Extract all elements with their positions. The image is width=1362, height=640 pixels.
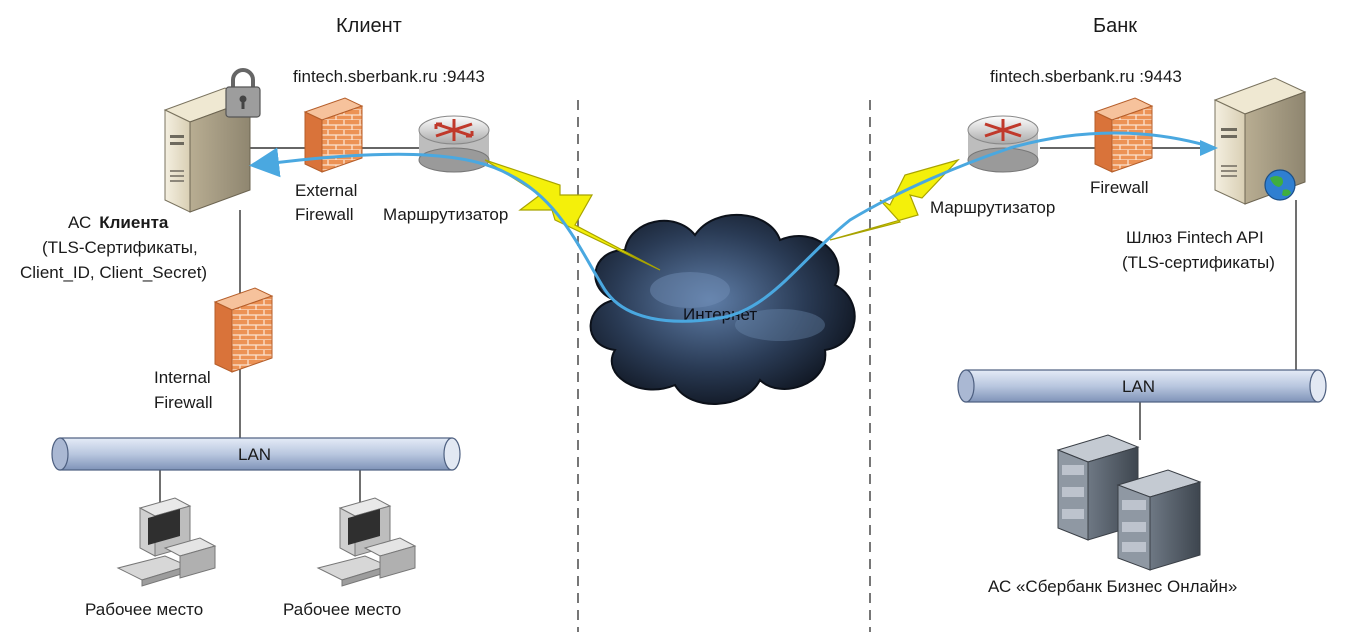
client-server-label-3: Client_ID, Client_Secret) (20, 263, 207, 282)
client-server-label-1: АС Клиента (68, 213, 169, 232)
internal-firewall-label-1: Internal (154, 368, 211, 387)
external-firewall-icon (303, 97, 364, 173)
bank-firewall-icon (1093, 97, 1154, 173)
internet-cloud-icon (589, 214, 856, 405)
internal-firewall-icon (213, 287, 274, 373)
workstation-2-icon (316, 497, 417, 587)
lock-icon (225, 68, 261, 118)
bank-gateway-server-icon (1213, 77, 1307, 205)
client-section-title: Клиент (336, 15, 402, 37)
internal-firewall-label-2: Firewall (154, 393, 213, 412)
client-server-label-2: (TLS-Сертификаты, (42, 238, 198, 257)
workstation-1-icon (116, 497, 217, 587)
client-lan-bus (51, 437, 461, 471)
bank-router-label: Маршрутизатор (930, 198, 1055, 217)
bank-lan-bus (957, 369, 1327, 403)
client-server-label-bold: Клиента (99, 213, 169, 232)
bank-section-title: Банк (1093, 15, 1137, 37)
external-firewall-label-1: External (295, 181, 357, 200)
gateway-label-2: (TLS-сертификаты) (1122, 253, 1275, 272)
bank-system-label: АС «Сбербанк Бизнес Онлайн» (988, 577, 1237, 596)
client-router-label: Маршрутизатор (383, 205, 508, 224)
workstation-2-label: Рабочее место (283, 600, 401, 619)
workstation-1-label: Рабочее место (85, 600, 203, 619)
client-server-icon (163, 87, 252, 213)
bank-lan-label: LAN (1122, 377, 1155, 396)
client-lan-label: LAN (238, 445, 271, 464)
client-server-label-prefix: АС (68, 213, 91, 232)
gateway-label-1: Шлюз Fintech API (1126, 228, 1264, 247)
client-router-icon (418, 115, 490, 173)
bank-firewall-label: Firewall (1090, 178, 1149, 197)
globe-icon (1264, 169, 1296, 201)
client-host-label: fintech.sberbank.ru :9443 (293, 67, 485, 86)
external-firewall-label-2: Firewall (295, 205, 354, 224)
bank-server-rack-icon (1056, 434, 1202, 571)
bank-host-label: fintech.sberbank.ru :9443 (990, 67, 1182, 86)
data-flow-arrowhead-bank (1200, 140, 1218, 156)
data-flow-line (249, 131, 1216, 323)
